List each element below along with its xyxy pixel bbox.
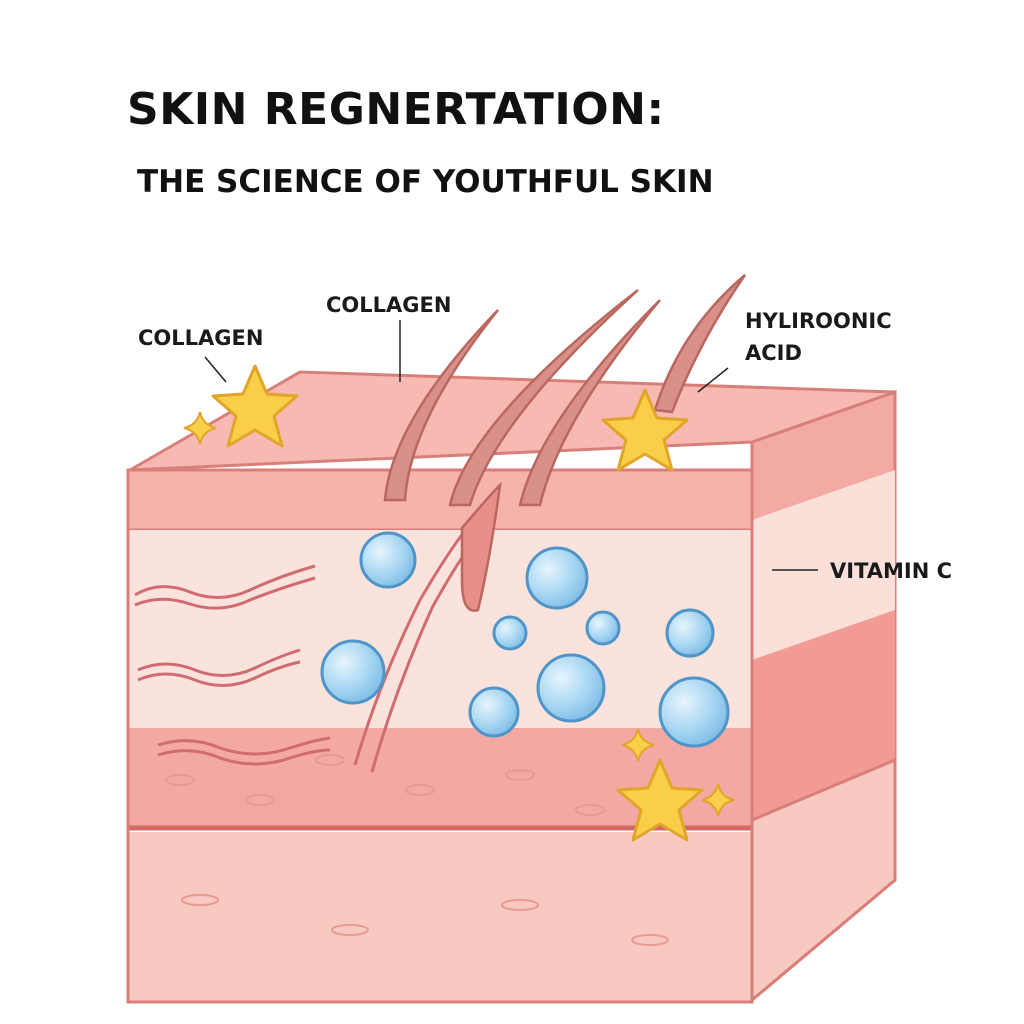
skin-block-side — [752, 392, 895, 1000]
label-hyaluronic-line1: HYLIROONIC — [745, 309, 892, 333]
label-collagen-top: COLLAGEN — [326, 293, 451, 317]
label-collagen-left: COLLAGEN — [138, 326, 263, 350]
skin-front-layers — [128, 470, 752, 1002]
label-vitamin-c: VITAMIN C — [830, 559, 952, 583]
label-hyaluronic-line2: ACID — [745, 341, 802, 365]
